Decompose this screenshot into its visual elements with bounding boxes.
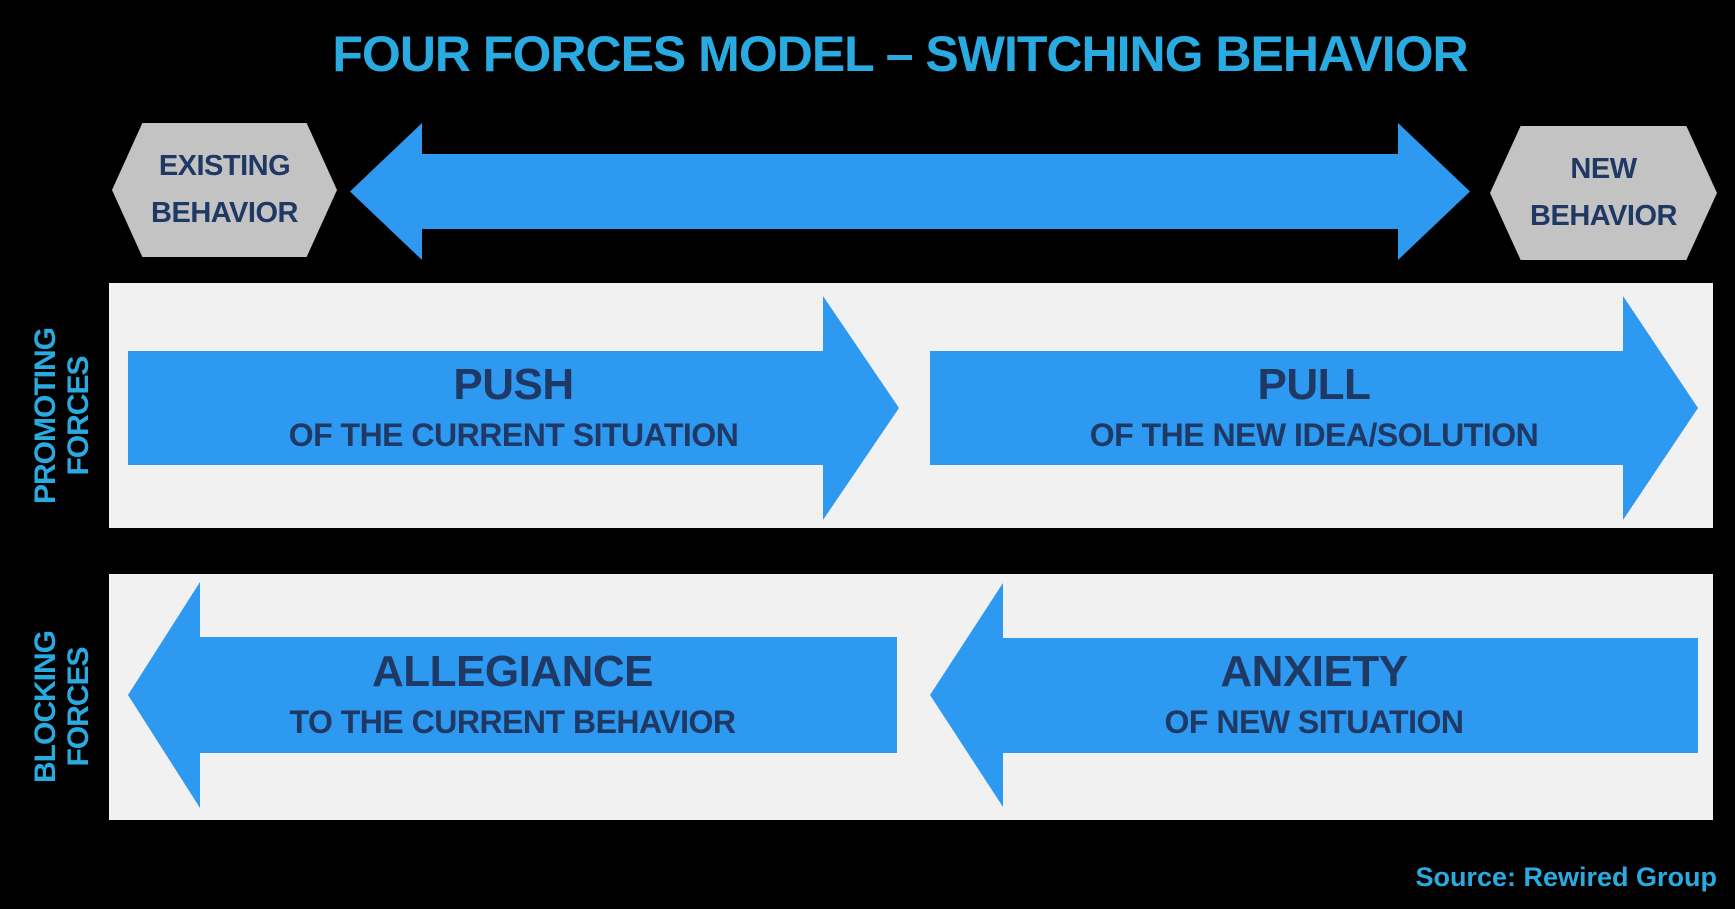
allegiance-arrow-text: ALLEGIANCE TO THE CURRENT BEHAVIOR (128, 582, 897, 808)
push-arrow-text: PUSH OF THE CURRENT SITUATION (128, 296, 899, 520)
pull-arrow-text: PULL OF THE NEW IDEA/SOLUTION (930, 296, 1698, 520)
new-behavior-line2: BEHAVIOR (1530, 200, 1677, 232)
anxiety-arrow-body (1003, 638, 1698, 753)
allegiance-label: ALLEGIANCE (372, 647, 654, 696)
push-arrow-body (128, 351, 823, 465)
push-label: PUSH (453, 360, 574, 409)
push-sublabel: OF THE CURRENT SITUATION (288, 417, 739, 453)
blocking-forces-label: BLOCKING FORCES (29, 631, 95, 783)
anxiety-label: ANXIETY (1220, 647, 1408, 696)
blocking-forces-label-area: BLOCKING FORCES (16, 574, 108, 820)
double-arrow-right-head (1398, 123, 1470, 260)
switching-double-arrow (350, 123, 1470, 260)
source-credit: Source: Rewired Group (1415, 862, 1717, 892)
promoting-forces-label-area: PROMOTING FORCES (16, 283, 108, 528)
allegiance-sublabel: TO THE CURRENT BEHAVIOR (289, 704, 737, 740)
anxiety-sublabel: OF NEW SITUATION (1164, 704, 1464, 740)
pull-sublabel: OF THE NEW IDEA/SOLUTION (1089, 417, 1539, 453)
existing-behavior-line1: EXISTING (158, 150, 291, 182)
anxiety-arrow-text: ANXIETY OF NEW SITUATION (930, 583, 1698, 807)
diagram-title: FOUR FORCES MODEL – SWITCHING BEHAVIOR (332, 26, 1468, 82)
pull-arrow: PULL OF THE NEW IDEA/SOLUTION (930, 296, 1698, 520)
double-arrow-left-head (350, 123, 422, 260)
double-arrow-shaft (420, 154, 1400, 229)
pull-label: PULL (1257, 360, 1371, 409)
anxiety-arrow: ANXIETY OF NEW SITUATION (930, 583, 1698, 807)
allegiance-arrow: ALLEGIANCE TO THE CURRENT BEHAVIOR (128, 582, 897, 808)
push-arrow: PUSH OF THE CURRENT SITUATION (128, 296, 899, 520)
pull-arrow-body (930, 351, 1623, 465)
allegiance-arrow-body (200, 637, 897, 753)
promoting-forces-label: PROMOTING FORCES (29, 327, 95, 504)
new-behavior-line1: NEW (1570, 153, 1637, 185)
new-behavior-hexagon: NEW BEHAVIOR (1490, 126, 1717, 260)
existing-behavior-hexagon: EXISTING BEHAVIOR (112, 123, 337, 257)
existing-behavior-line2: BEHAVIOR (151, 197, 298, 229)
